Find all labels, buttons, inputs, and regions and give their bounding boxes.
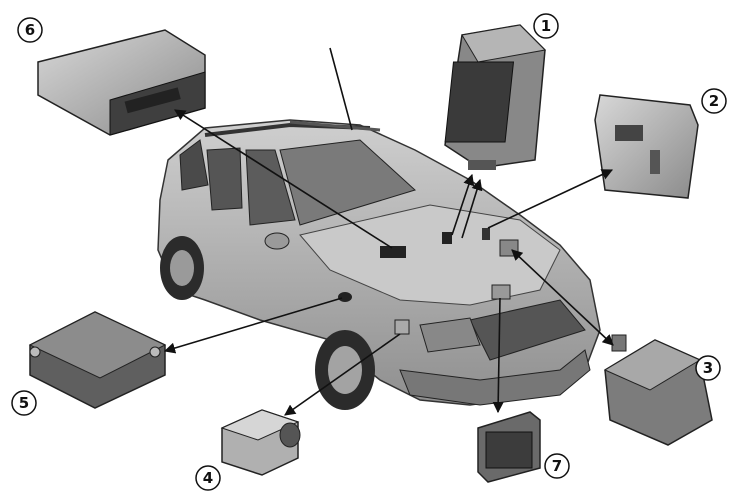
arrow-module	[487, 169, 614, 229]
side-mirror	[264, 232, 290, 250]
callout-2: 2	[701, 88, 727, 114]
car	[157, 119, 601, 410]
callout-1: 1	[533, 13, 559, 39]
callout-3: 3	[695, 355, 721, 381]
callout-5-label: 5	[19, 394, 29, 412]
callout-6: 6	[17, 17, 43, 43]
callout-2-label: 2	[709, 92, 719, 110]
front-wheel	[315, 330, 375, 410]
leader-lines	[163, 47, 614, 416]
callout-7: 7	[544, 453, 570, 479]
callout-7-label: 7	[552, 457, 562, 475]
arrow-ecu	[492, 297, 504, 414]
fuse-relay-box	[444, 24, 547, 170]
mount-radio	[380, 246, 406, 258]
arrow-fuse-a	[451, 173, 475, 236]
callout-4: 4	[195, 465, 221, 491]
engine-control-unit	[477, 411, 541, 483]
car-windshield	[279, 139, 416, 226]
rear-wheel	[160, 236, 204, 300]
mount-module	[482, 228, 490, 240]
callout-1-label: 1	[541, 17, 551, 35]
roof-rail-rear	[289, 120, 381, 132]
abs-unit	[603, 334, 713, 446]
radio-unit	[37, 29, 206, 136]
airbag-control-unit	[28, 311, 167, 409]
leader-roof	[329, 47, 353, 131]
mount-sensor	[394, 319, 410, 335]
front-bumper	[399, 349, 591, 406]
car-window-front	[245, 149, 296, 226]
car-window-rear	[179, 139, 209, 191]
sensor-unit	[220, 409, 301, 476]
arrow-fuse-b	[461, 178, 483, 239]
mount-airbag	[338, 292, 352, 302]
callout-5: 5	[11, 390, 37, 416]
headlight	[419, 317, 481, 353]
arrow-radio	[174, 109, 393, 249]
arrow-abs	[511, 249, 614, 346]
arrow-airbag	[163, 297, 343, 354]
mount-ecu	[491, 284, 511, 300]
mount-fuse	[442, 232, 452, 244]
control-module	[594, 94, 699, 199]
arrow-sensor	[284, 333, 401, 416]
callout-6-label: 6	[25, 21, 35, 39]
car-window-middle	[206, 147, 243, 211]
callout-4-label: 4	[203, 469, 213, 487]
callout-3-label: 3	[703, 359, 713, 377]
